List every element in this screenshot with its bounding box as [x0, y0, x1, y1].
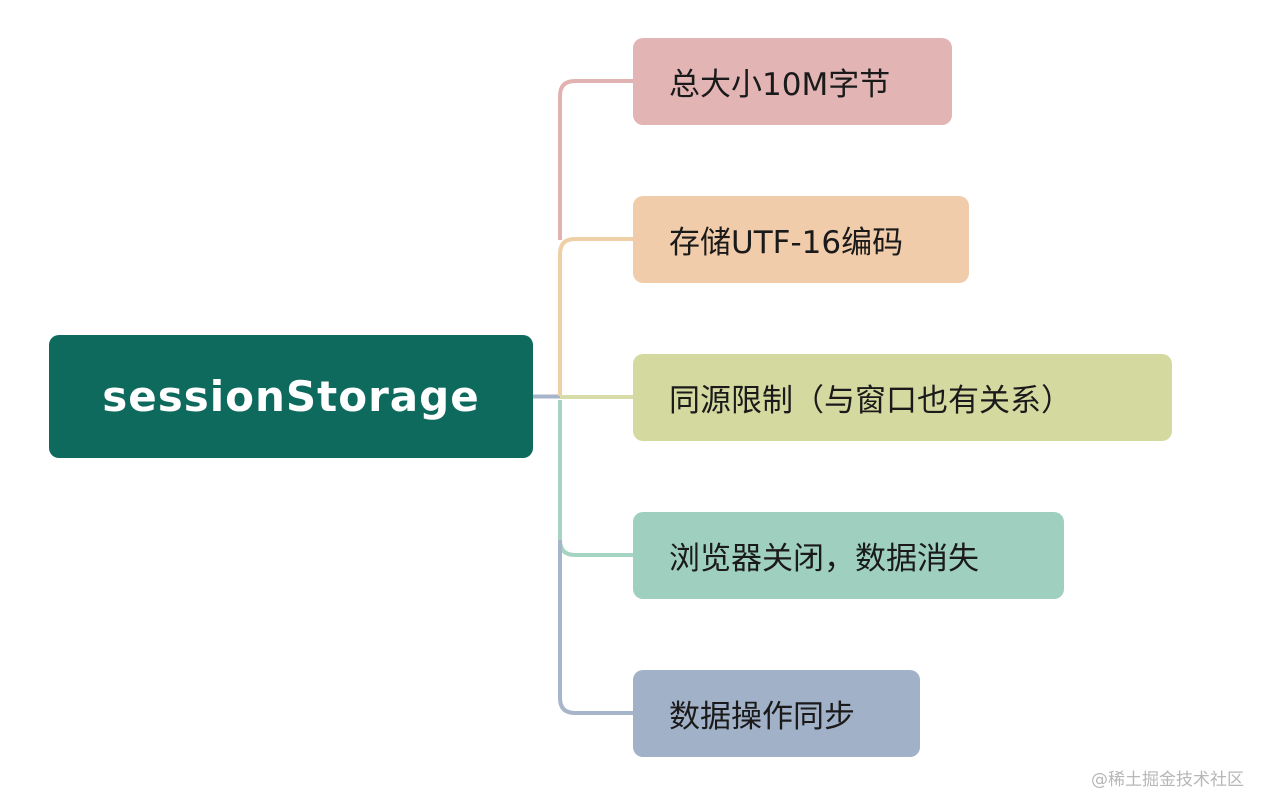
root-node: sessionStorage — [49, 335, 533, 458]
child-node-1: 总大小10M字节 — [633, 38, 952, 125]
child-label-1: 总大小10M字节 — [669, 67, 891, 103]
child-node-2: 存储UTF-16编码 — [633, 196, 969, 283]
branch-line-5 — [558, 540, 633, 715]
child-label-2: 存储UTF-16编码 — [669, 225, 904, 261]
child-label-5: 数据操作同步 — [669, 699, 855, 735]
branch-line-4 — [558, 400, 633, 557]
branch-line-2 — [558, 237, 633, 396]
child-node-4: 浏览器关闭，数据消失 — [633, 512, 1064, 599]
child-label-4: 浏览器关闭，数据消失 — [669, 541, 979, 577]
watermark: @稀土掘金技术社区 — [1091, 770, 1244, 790]
branch-line-1 — [558, 79, 633, 240]
child-label-3: 同源限制（与窗口也有关系） — [669, 383, 1072, 419]
child-node-5: 数据操作同步 — [633, 670, 920, 757]
root-label: sessionStorage — [102, 372, 480, 421]
child-node-3: 同源限制（与窗口也有关系） — [633, 354, 1172, 441]
